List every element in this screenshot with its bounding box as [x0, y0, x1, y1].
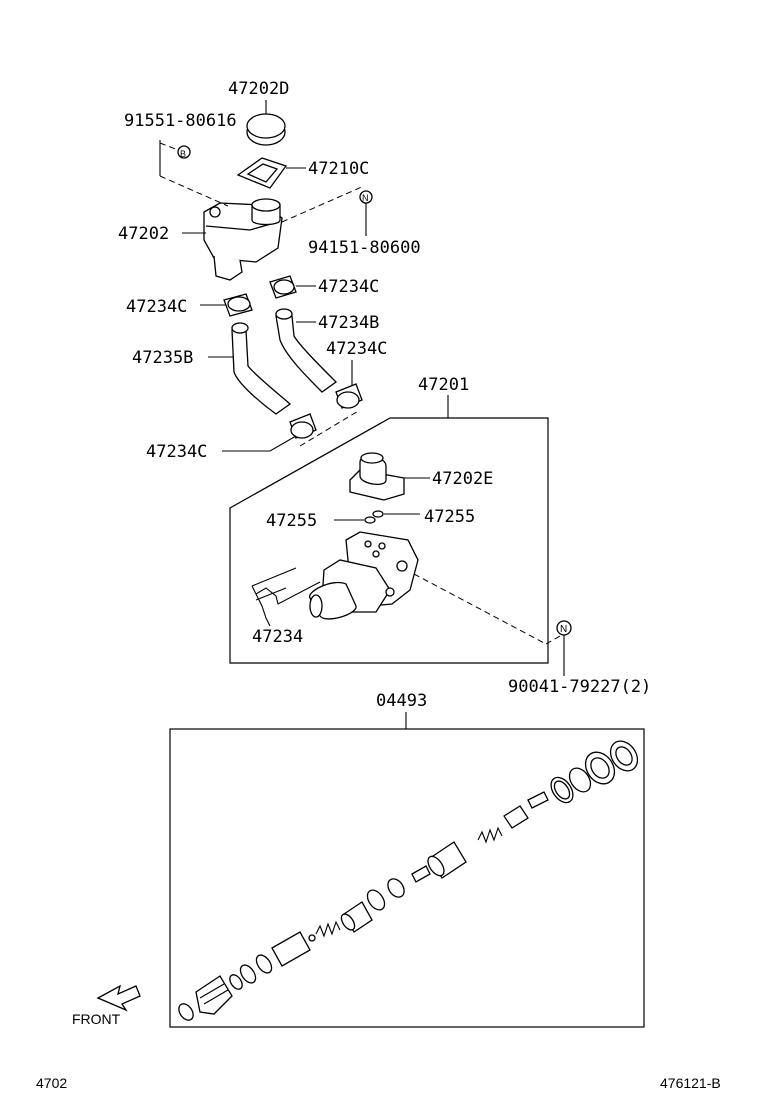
- screw-n-leader: [281, 185, 373, 236]
- label-47202: 47202: [118, 224, 169, 244]
- hose-dash-link: [299, 409, 361, 447]
- kit-box-04493: [169, 712, 645, 1028]
- label-47234b: 47234B: [318, 313, 379, 333]
- label-47255-b: 47255: [424, 507, 475, 527]
- label-47202d: 47202D: [228, 79, 289, 99]
- reservoir-strainer: [236, 157, 306, 189]
- label-47210c: 47210C: [308, 159, 369, 179]
- label-47202e: 47202E: [432, 469, 493, 489]
- callout-b: B: [180, 149, 186, 159]
- label-47201: 47201: [418, 375, 469, 395]
- front-label: FRONT: [72, 1011, 121, 1027]
- hose-clip-left: [200, 293, 253, 317]
- label-47234c-d: 47234C: [146, 442, 207, 462]
- hose-47234b: [275, 308, 338, 393]
- master-cylinder-body: [309, 531, 419, 620]
- label-47234: 47234: [252, 627, 303, 647]
- label-47234c-b: 47234C: [126, 297, 187, 317]
- callout-n1: N: [362, 193, 369, 203]
- hose-clip-upper: [269, 275, 316, 299]
- label-47234c-c: 47234C: [326, 339, 387, 359]
- reservoir-tank: [182, 198, 283, 281]
- label-91551: 91551-80616: [124, 111, 237, 131]
- pipe-47234: [251, 567, 321, 627]
- label-90041: 90041-79227(2): [508, 677, 651, 697]
- label-04493: 04493: [376, 691, 427, 711]
- footer-left: 4702: [36, 1075, 67, 1091]
- hose-clip-right: [335, 360, 363, 409]
- label-94151: 94151-80600: [308, 238, 421, 258]
- footer-right: 476121-B: [660, 1075, 721, 1091]
- repair-kit-parts: [178, 740, 639, 1021]
- hose-clip-lower: [222, 413, 317, 452]
- o-rings-47255: [334, 510, 420, 524]
- front-arrow-icon: [96, 984, 141, 1012]
- callout-n2: N: [560, 624, 567, 635]
- hose-47235b: [208, 322, 292, 415]
- screw-n-lower-leader: [413, 573, 572, 676]
- grommet-47202e: [349, 452, 430, 501]
- label-47234c-a: 47234C: [318, 277, 379, 297]
- assembly-box-47201: [229, 395, 549, 664]
- label-47255-a: 47255: [266, 511, 317, 531]
- screw-b-leader: [159, 140, 229, 207]
- label-47235b: 47235B: [132, 348, 193, 368]
- reservoir-cap: [246, 100, 286, 146]
